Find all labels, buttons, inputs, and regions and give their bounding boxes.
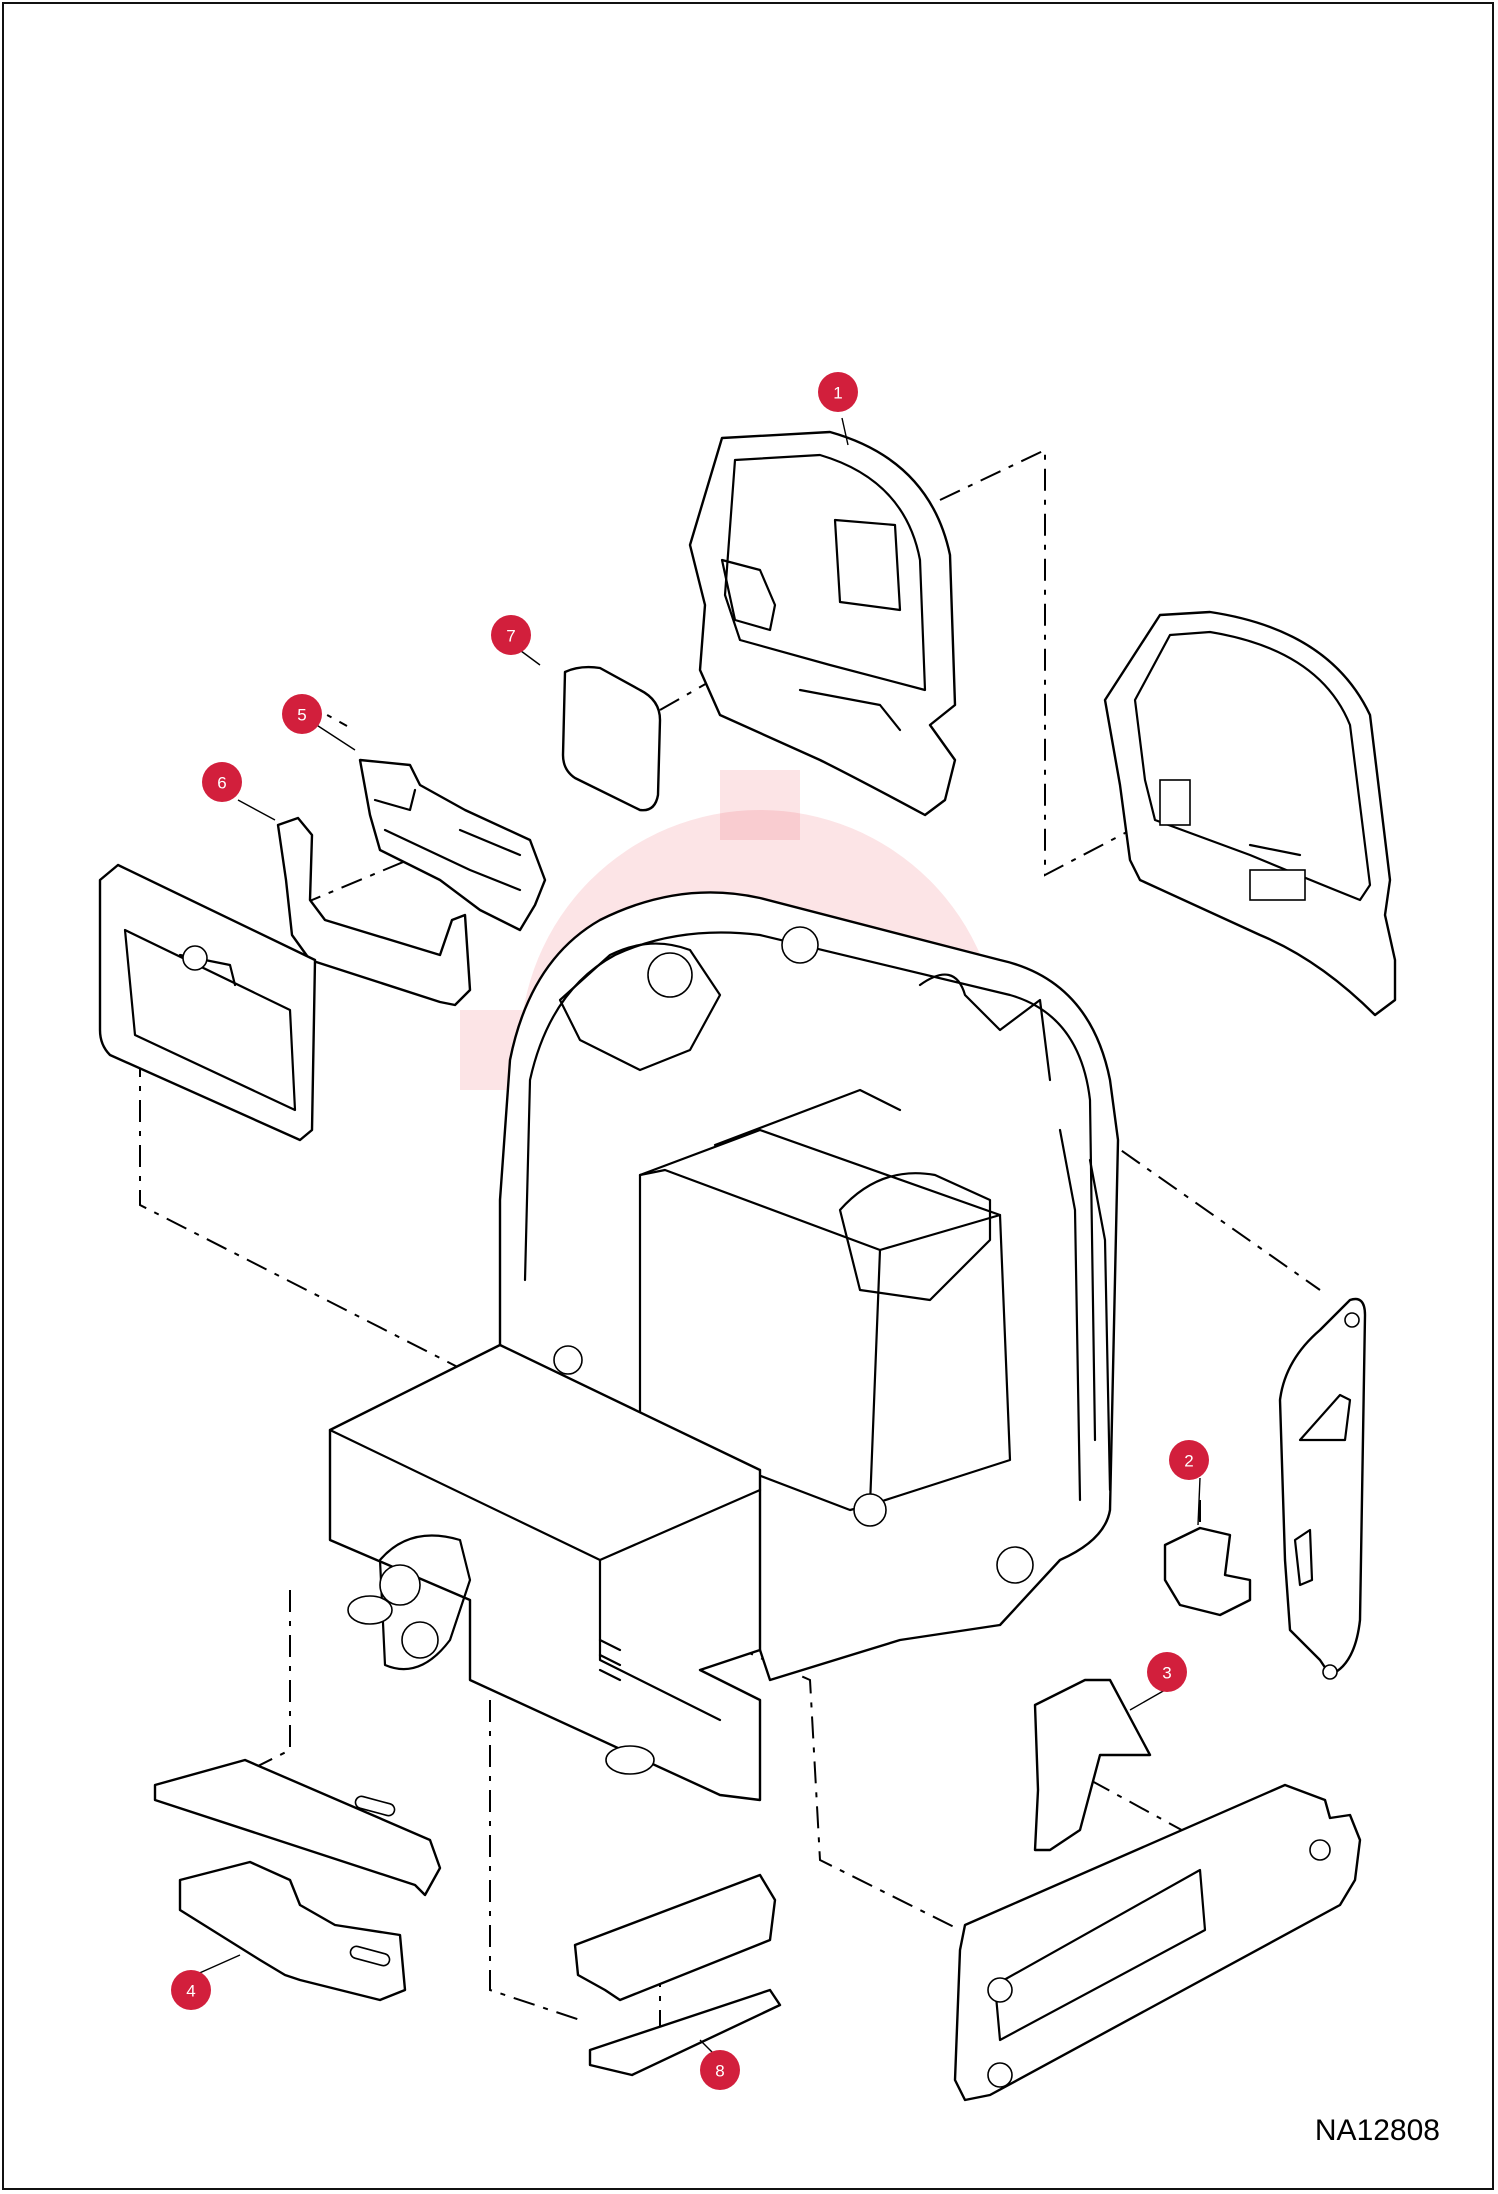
svg-text:4: 4: [186, 1982, 195, 2001]
part-1-rear-upper-panel: [688, 430, 957, 817]
callout-5: 5: [282, 694, 322, 734]
lower-chassis: [328, 1343, 762, 1802]
front-lower-cover: [953, 1783, 1362, 2102]
callout-4: 4: [171, 1970, 211, 2010]
svg-text:2: 2: [1184, 1452, 1193, 1471]
callout-3: 3: [1147, 1652, 1187, 1692]
svg-text:5: 5: [297, 706, 306, 725]
svg-text:1: 1: [833, 384, 842, 403]
part-2-block: [1163, 1526, 1252, 1617]
svg-text:6: 6: [217, 774, 226, 793]
svg-text:8: 8: [715, 2062, 724, 2081]
left-side-panel: [98, 863, 317, 1142]
right-side-cover: [1278, 1297, 1367, 1680]
part-5-bracket: [358, 758, 547, 932]
callout-8: 8: [700, 2050, 740, 2090]
svg-text:3: 3: [1162, 1664, 1171, 1683]
callout-1: 1: [818, 372, 858, 412]
svg-text:7: 7: [506, 627, 515, 646]
figure-id: NA12808: [1315, 2114, 1440, 2147]
part-4-floor-plate: [153, 1758, 442, 2002]
callout-7: 7: [491, 615, 531, 655]
callout-2: 2: [1169, 1440, 1209, 1480]
part-7-pad: [561, 665, 662, 812]
part-8-floor-plate: [573, 1873, 782, 2077]
callout-6: 6: [202, 762, 242, 802]
part-6-trim-strip: [276, 816, 472, 1007]
part-3-corner-piece: [1033, 1678, 1152, 1852]
right-upper-panel: [1103, 610, 1397, 1017]
